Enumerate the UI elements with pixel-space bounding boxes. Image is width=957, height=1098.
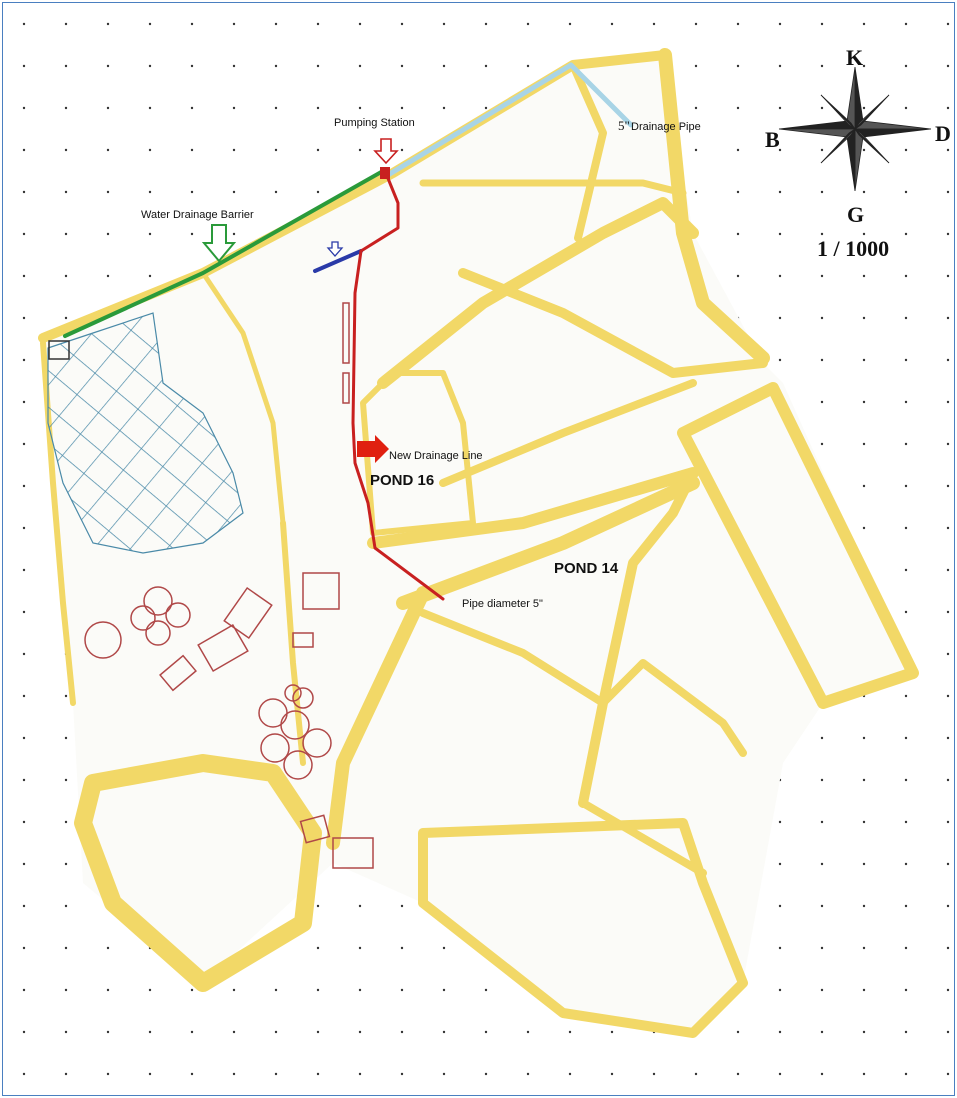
drainage-pipe-line xyxy=(385,62,634,178)
blue-connector-line xyxy=(313,249,363,273)
pipe-diameter-label: Pipe diameter 5" xyxy=(462,598,543,610)
drainage-pipe-label: Drainage Pipe xyxy=(631,121,701,133)
site-map: Pumping Station Water Drainage Barrier 5… xyxy=(3,3,954,1095)
scale-label: 1 / 1000 xyxy=(817,236,889,261)
drainage-pipe-size-label: 5" xyxy=(618,118,630,133)
hatched-area xyxy=(47,312,244,554)
blue-arrow xyxy=(326,241,344,257)
drainage-lines xyxy=(63,62,634,601)
compass-south-label: G xyxy=(847,202,864,227)
water-drainage-barrier-line xyxy=(63,169,385,338)
industrial-buildings xyxy=(48,302,374,869)
pumping-station-marker xyxy=(380,167,390,179)
pumping-station-arrow xyxy=(373,138,399,165)
compass-east-label: D xyxy=(935,121,951,146)
new-drainage-line xyxy=(351,169,445,601)
new-drainage-line-arrow xyxy=(357,435,389,463)
compass-north-label: K xyxy=(846,45,863,70)
water-drainage-barrier-label: Water Drainage Barrier xyxy=(141,209,254,221)
pumping-station-label: Pumping Station xyxy=(334,117,415,129)
pond-16-label: POND 16 xyxy=(370,472,434,489)
pond-14-label: POND 14 xyxy=(554,560,619,577)
compass-rose: K G D B xyxy=(765,45,951,227)
compass-west-label: B xyxy=(765,127,780,152)
barrier-arrow xyxy=(201,224,237,263)
new-drainage-line-label: New Drainage Line xyxy=(389,450,483,462)
